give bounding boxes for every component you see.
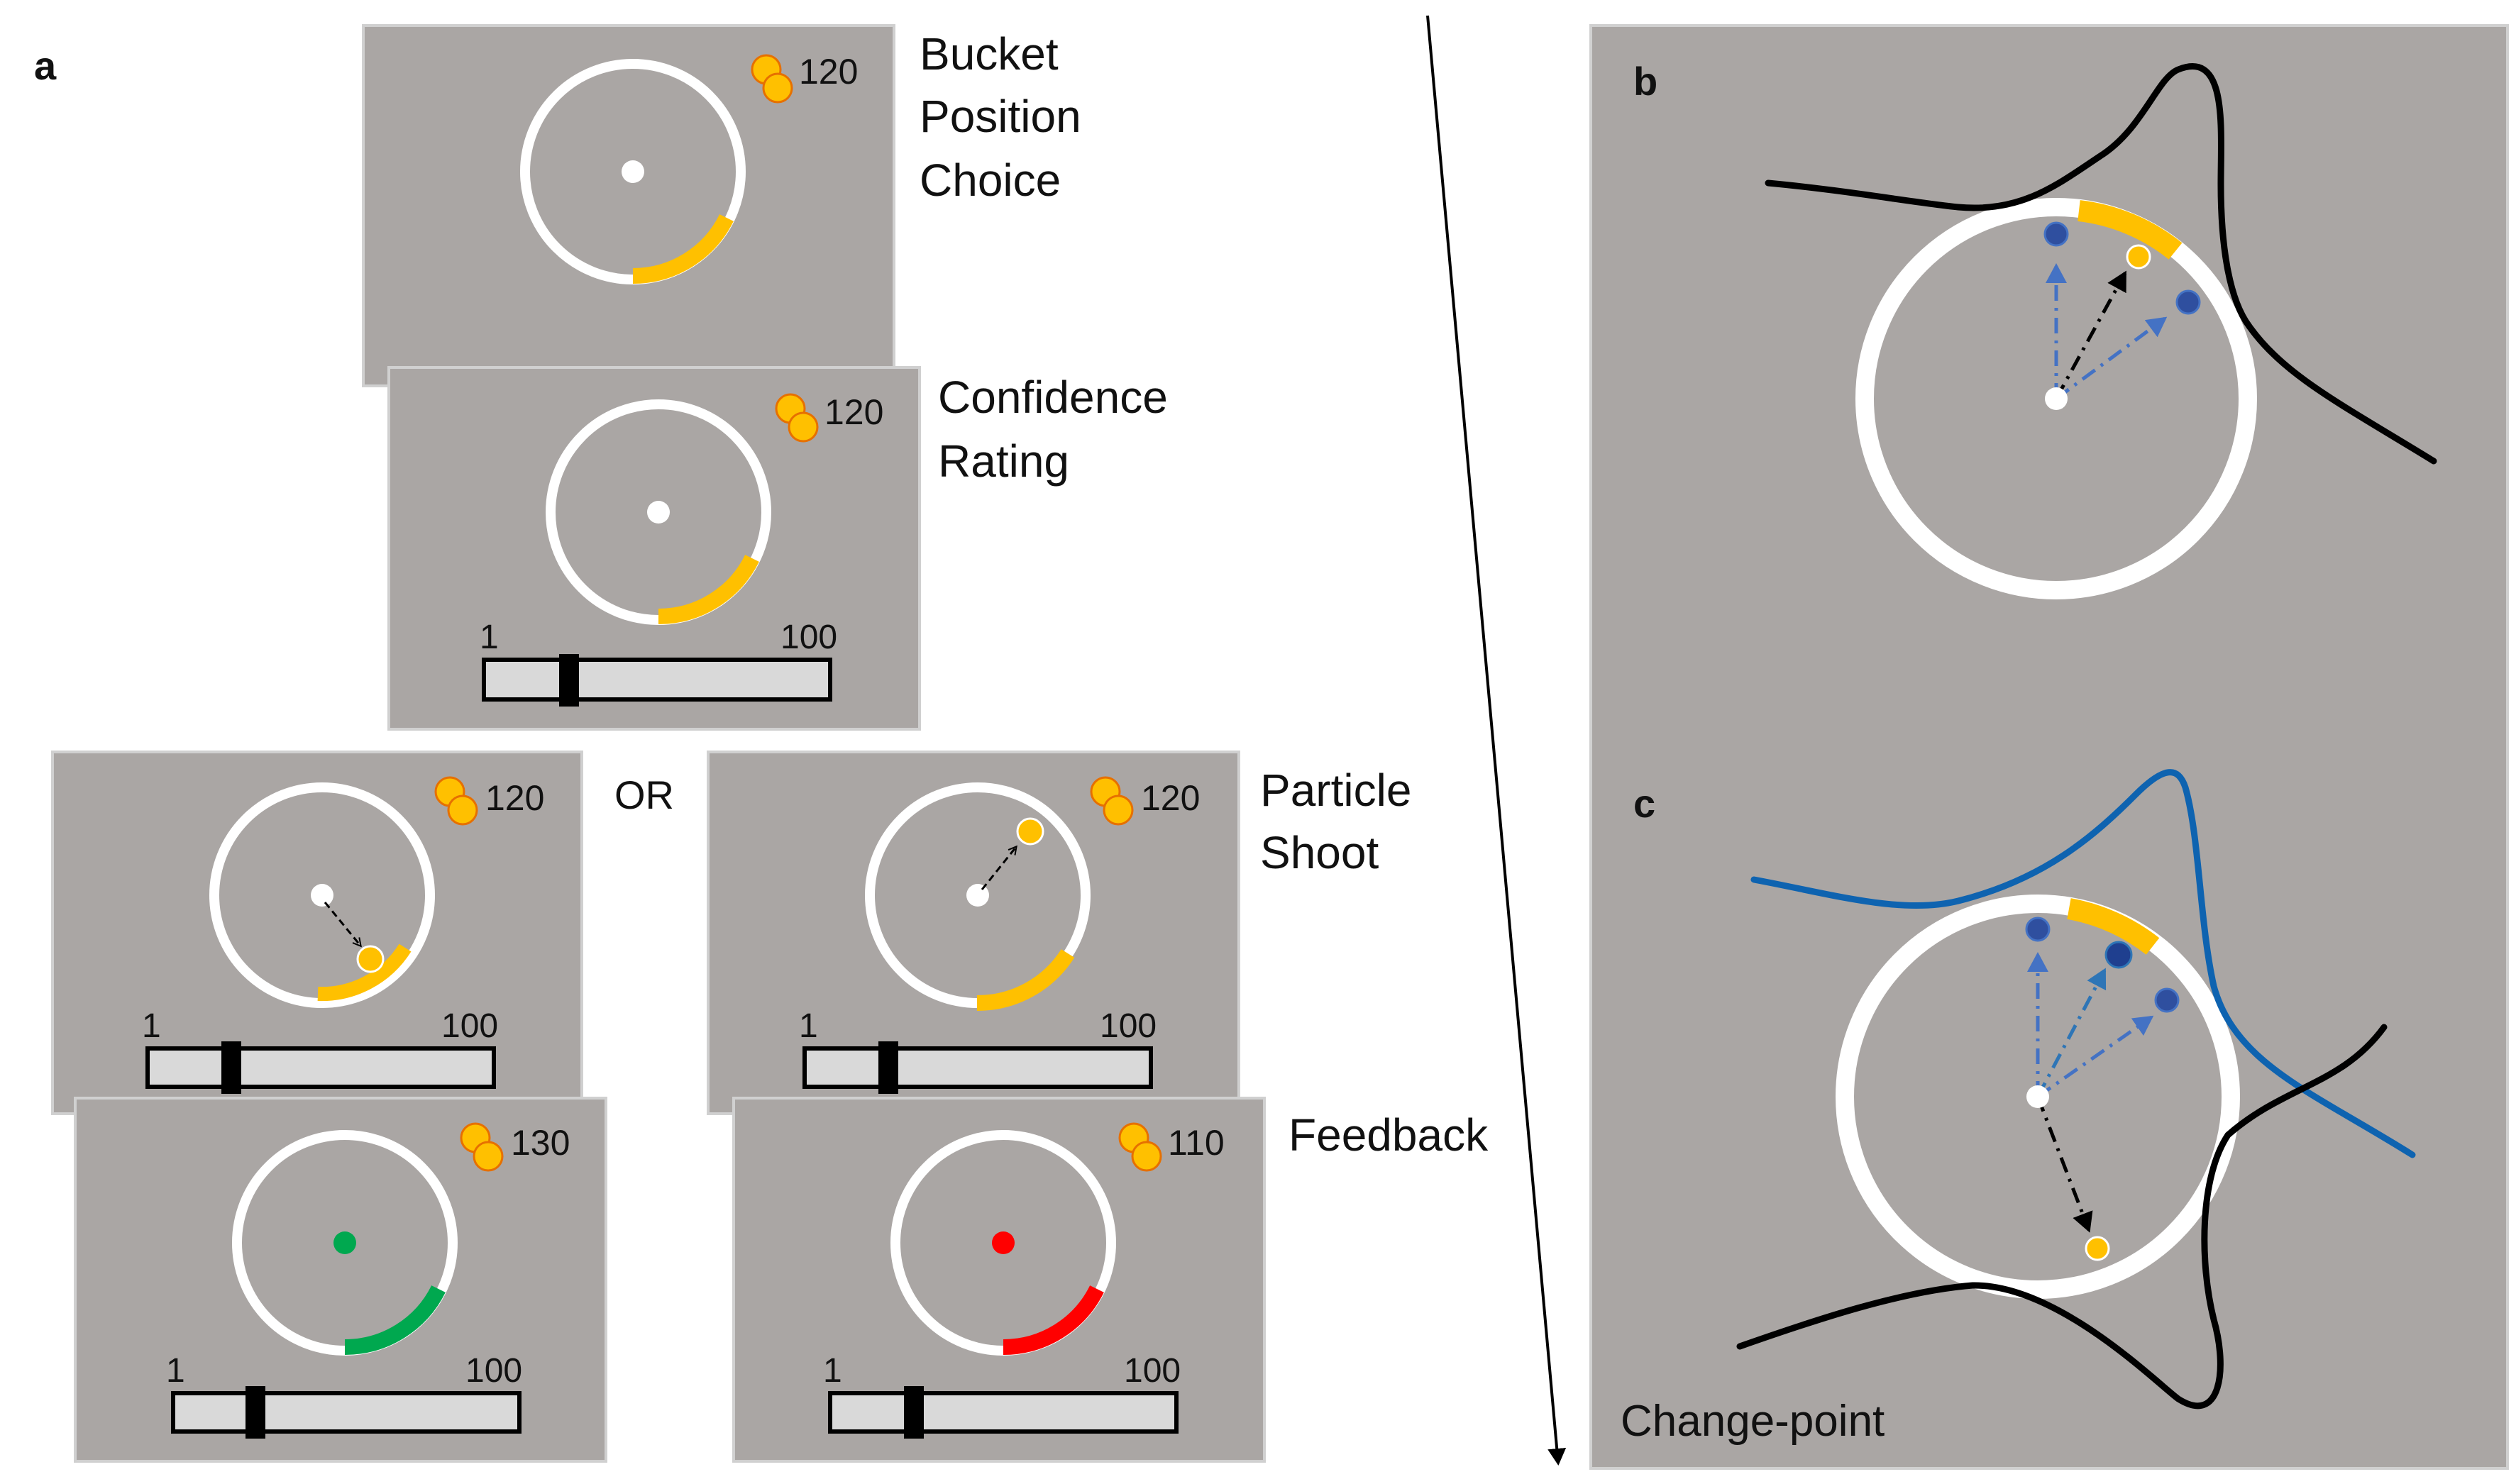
shot-arrow [981,847,1016,890]
feedback-arc [1003,1285,1104,1356]
stage-label-feedback: Feedback [1289,1109,1489,1161]
score-text: 120 [799,52,858,92]
center-dot [622,160,644,183]
scale-min-label: 1 [823,1352,842,1390]
stage-label-bucket: Bucket Position Choice [920,28,1081,206]
coin-icon [1103,794,1134,826]
current-particle [2085,1236,2110,1261]
screen-particle-shoot-miss: 120 1 100 [707,751,1240,1115]
scale-max-label: 100 [465,1352,522,1390]
bucket-arc [2078,200,2183,260]
score-text: 110 [1168,1123,1225,1163]
center-dot [333,1231,356,1254]
panel-c-letter: c [1633,781,1655,826]
scale-min-label: 1 [166,1352,185,1390]
score-text: 130 [511,1123,570,1163]
confidence-slider-track [802,1046,1153,1089]
shot-arrow [324,902,360,946]
post-change-distribution-curve [1736,1024,2388,1410]
center-dot [966,884,989,907]
confidence-slider-track [145,1046,496,1089]
confidence-slider-handle [878,1041,898,1094]
screen-feedback-miss: 110 1 100 [732,1097,1266,1463]
screen-bucket-position: 120 [362,24,895,387]
screen-confidence-rating: 120 1 100 [387,366,921,731]
screen-particle-shoot-hit: 120 1 100 [51,751,583,1115]
center-dot [2045,387,2068,410]
previous-particle [2025,917,2051,942]
feedback-arc [344,1285,446,1356]
bucket-arc [632,214,734,284]
blue-shot-arrow [2055,316,2168,401]
blue-shot-arrow [2036,1015,2154,1099]
confidence-slider-handle[interactable] [559,654,579,707]
score-text: 120 [824,392,883,432]
confidence-slider-track [171,1391,522,1434]
panel-a-letter: a [34,43,57,88]
scale-min-label: 1 [480,619,499,656]
previous-particle [2154,987,2180,1013]
ring [209,782,435,1008]
screen-feedback-hit: 130 1 100 [74,1097,607,1463]
stage-label-line: Particle [1260,765,1411,816]
particle [1016,817,1044,846]
previous-particle [2043,221,2069,247]
center-dot [2026,1085,2049,1108]
stage-label-line: Shoot [1260,827,1379,878]
panel-c: c Change-point [1621,769,2416,1446]
change-point-caption: Change-point [1621,1397,1885,1446]
stage-label-line: Rating [938,436,1069,487]
blue-shot-arrow [2036,968,2107,1098]
coin-icon [473,1141,504,1172]
bucket-arc [2067,898,2160,955]
stage-label-shoot: Particle Shoot [1260,765,1411,878]
confidence-slider-handle [904,1386,924,1439]
bucket-arc [976,948,1075,1012]
confidence-slider-track[interactable] [482,658,832,702]
confidence-slider-track [828,1391,1179,1434]
confidence-slider-handle [221,1041,241,1094]
previous-particle [2104,941,2133,969]
stage-label-line: Confidence [938,372,1168,423]
confidence-slider-handle [245,1386,265,1439]
previous-particle [2175,289,2201,315]
current-shot-arrow [2036,1096,2093,1233]
scale-max-label: 100 [780,619,837,656]
bucket-arc [317,943,412,1002]
panel-b: b [1633,59,2437,599]
stage-label-line: Bucket [920,28,1059,79]
ring [1836,895,2240,1299]
scale-max-label: 100 [1124,1352,1181,1390]
stage-label-confidence: Confidence Rating [938,372,1168,487]
stage-label-line: Choice [920,155,1061,206]
scale-max-label: 100 [1100,1007,1157,1045]
scale-max-label: 100 [441,1007,498,1045]
scale-min-label: 1 [142,1007,161,1045]
outcome-distribution-curve [1765,63,2437,465]
score-text: 120 [485,778,544,818]
scale-min-label: 1 [799,1007,818,1045]
current-shot-arrow [2054,270,2127,400]
center-dot [647,501,670,524]
current-particle [2126,244,2151,270]
coin-icon [788,411,819,443]
score-text: 120 [1141,778,1200,818]
center-dot [311,884,333,907]
pre-change-distribution-curve [1750,769,2416,1158]
coin-icon [762,72,793,104]
coin-icon [447,794,478,826]
stage-label-line: Position [920,91,1081,142]
coin-icon [1131,1141,1162,1172]
panel-b-letter: b [1633,59,1657,104]
time-arrow [1426,15,1567,1466]
or-label: OR [614,773,674,817]
bucket-arc [658,554,759,625]
particle [356,945,385,973]
ring [1855,198,2257,599]
center-dot [992,1231,1015,1254]
